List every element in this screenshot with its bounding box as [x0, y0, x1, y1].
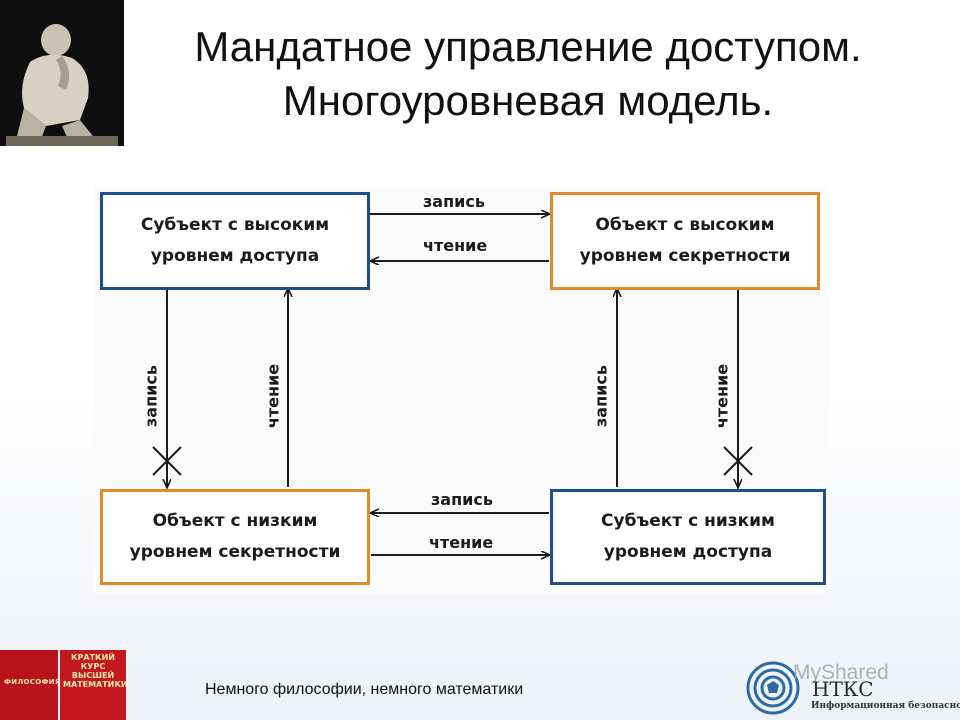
box-low-subject: Субъект с низким уровнем доступа — [550, 489, 826, 585]
math-book-title: КРАТКИЙ КУРС ВЫСШЕЙ МАТЕМАТИКИ — [63, 653, 126, 689]
top-read-label: чтение — [423, 236, 488, 255]
box-high-object-line2: уровнем секретности — [579, 246, 791, 266]
box-high-object: Объект с высоким уровнем секретности — [550, 192, 820, 290]
philosophy-book-title: ФИЛОСОФИЯ — [4, 678, 58, 686]
thinker-sculpture-image — [0, 0, 124, 146]
box-high-subject-line1: Субъект с высоким — [140, 215, 330, 235]
left-read-label: чтение — [263, 363, 283, 429]
access-model-diagram: Субъект с высоким уровнем доступа Объект… — [93, 185, 829, 593]
box-high-subject: Субъект с высоким уровнем доступа — [100, 192, 370, 290]
right-read-label: чтение — [712, 363, 732, 429]
top-write-label: запись — [423, 192, 485, 211]
box-low-object: Объект с низким уровнем секретности — [100, 489, 370, 585]
bottom-read-label: чтение — [429, 533, 494, 552]
box-high-object-line1: Объект с высоким — [595, 215, 775, 235]
ntks-logo-icon — [746, 661, 800, 715]
right-read-blocked-cross — [723, 446, 753, 476]
ntks-logo-name: НТКС — [812, 677, 874, 701]
left-write-label: запись — [141, 365, 161, 427]
right-write-label: запись — [591, 365, 611, 427]
box-low-object-line1: Объект с низким — [152, 511, 318, 531]
diagram-arrows — [152, 185, 753, 593]
ntks-logo-subtitle: Информационная безопасность — [811, 701, 960, 711]
math-book-cover: КРАТКИЙ КУРС ВЫСШЕЙ МАТЕМАТИКИ — [60, 650, 126, 720]
box-low-object-line2: уровнем секретности — [129, 542, 341, 562]
box-low-subject-line2: уровнем доступа — [603, 542, 773, 562]
title-line-1: Мандатное управление доступом. — [194, 23, 862, 70]
bottom-write-label: запись — [431, 490, 493, 509]
title-line-2: Многоуровневая модель. — [282, 77, 774, 124]
myshared-watermark: MyShared — [793, 661, 889, 684]
footer-caption: Немного философии, немного математики — [205, 681, 524, 698]
left-write-blocked-cross — [152, 446, 182, 476]
philosophy-book-cover: ФИЛОСОФИЯ — [0, 650, 58, 720]
box-low-subject-line1: Субъект с низким — [601, 511, 775, 531]
slide-title: Мандатное управление доступом. Многоуров… — [128, 20, 928, 128]
box-high-subject-line2: уровнем доступа — [150, 246, 320, 266]
